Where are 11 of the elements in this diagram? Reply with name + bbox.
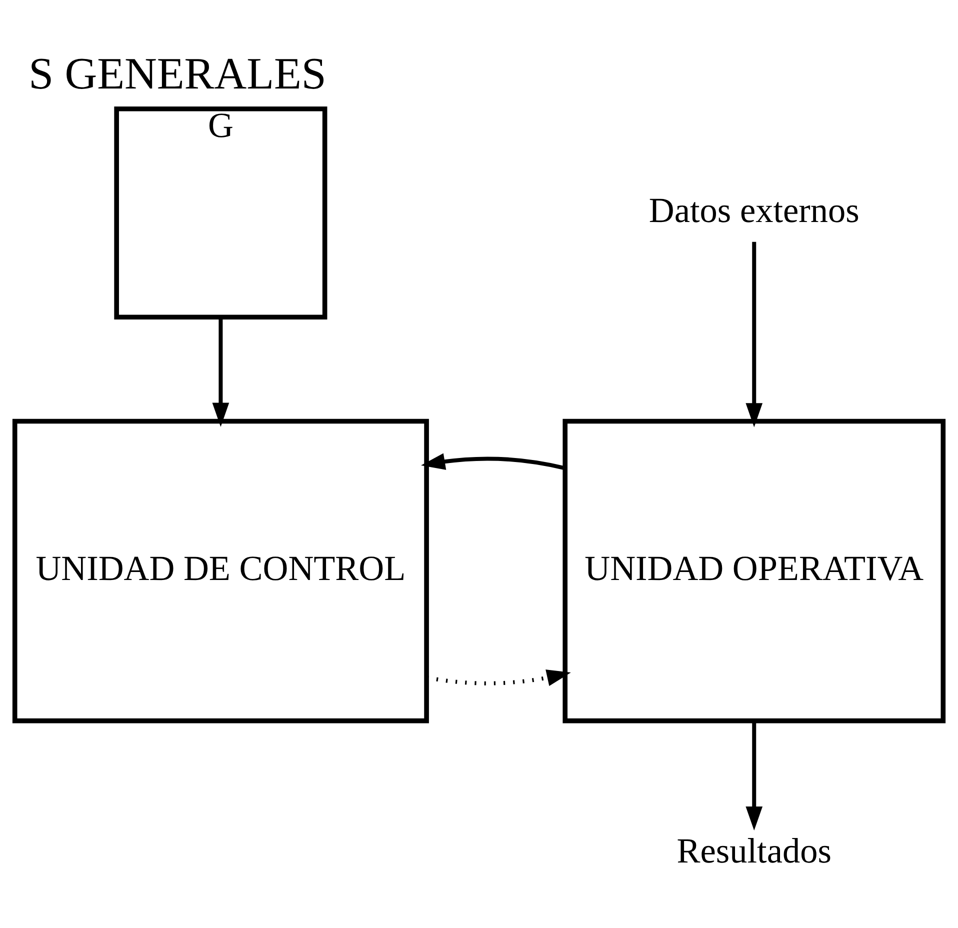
arrow (426, 668, 571, 686)
node-box: G (114, 106, 328, 320)
node-text: Resultados (676, 831, 832, 870)
diagram-title: S GENERALES (28, 48, 326, 98)
node-text: Datos externos (648, 190, 860, 230)
node-box: UNIDAD OPERATIVA (562, 418, 946, 723)
arrow (746, 720, 763, 830)
node-box: UNIDAD DE CONTROL (12, 418, 429, 723)
arrow (212, 316, 230, 426)
arrow (746, 241, 763, 427)
arrow (421, 452, 566, 470)
